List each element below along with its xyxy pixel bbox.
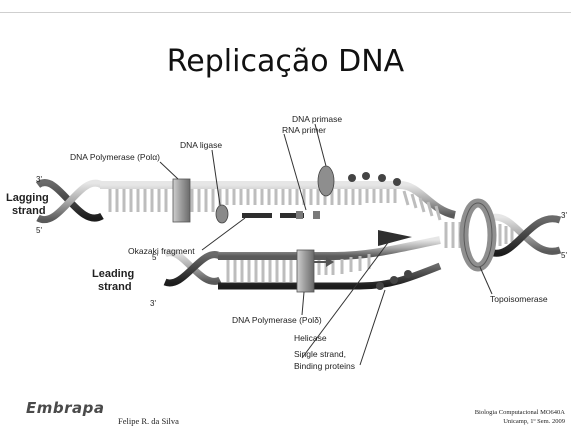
label-end-3-top-left: 3': [36, 175, 42, 184]
label-lagging-line1: Lagging: [6, 192, 49, 204]
embrapa-logo: Embrapa: [26, 399, 105, 417]
parent-base-pairs: [446, 222, 512, 248]
footer-course-line1: Biologia Computacional MO640A: [475, 408, 565, 417]
label-rna-primer: RNA primer: [282, 125, 326, 135]
dna-polymerase-alpha-block: [173, 179, 190, 222]
leader-lines: [160, 124, 492, 365]
label-end-5-right: 5': [561, 251, 567, 260]
label-lagging-line2: strand: [12, 205, 46, 217]
rna-primer-block-a: [296, 211, 303, 219]
label-end-3-right: 3': [561, 211, 567, 220]
dna-ligase-shape: [216, 205, 228, 223]
label-single-strand-line2: Binding proteins: [294, 361, 355, 371]
parent-helix: [378, 203, 560, 267]
label-helicase: Helicase: [294, 333, 327, 343]
lagging-strand-duplex: [38, 166, 455, 223]
label-leading-line1: Leading: [92, 268, 134, 280]
dna-primase-shape: [318, 166, 334, 196]
label-leading-line2: strand: [98, 281, 132, 293]
dna-polymerase-delta-block: [297, 250, 314, 292]
label-single-strand-line1: Single strand,: [294, 349, 346, 359]
slide-title: Replicação DNA: [0, 44, 571, 79]
label-topoisomerase: Topoisomerase: [490, 294, 548, 304]
label-end-5-bottom-left: 5': [152, 253, 158, 262]
label-okazaki-fragment: Okazaki fragment: [128, 246, 195, 256]
footer-course-info: Biologia Computacional MO640A Unicamp, 1…: [475, 408, 565, 426]
okazaki-fragment-a: [242, 213, 272, 218]
label-dna-ligase: DNA ligase: [180, 140, 222, 150]
footer-course-line2: Unicamp, 1º Sem. 2009: [475, 417, 565, 426]
leading-top-backbone: [218, 240, 440, 256]
slide-top-border: [0, 0, 571, 13]
footer-author: Felipe R. da Silva: [118, 416, 179, 426]
label-dna-polymerase-alpha: DNA Polymerase (Polα): [70, 152, 160, 162]
label-end-3-bottom-left: 3': [150, 299, 156, 308]
dna-replication-diagram: DNA primase RNA primer DNA ligase DNA Po…: [0, 90, 571, 390]
leading-strand-duplex: [165, 240, 440, 292]
label-dna-primase: DNA primase: [292, 114, 342, 124]
label-dna-polymerase-delta: DNA Polymerase (Polδ): [232, 315, 322, 325]
rna-primer-block-b: [313, 211, 320, 219]
label-end-5-top-left: 5': [36, 226, 42, 235]
